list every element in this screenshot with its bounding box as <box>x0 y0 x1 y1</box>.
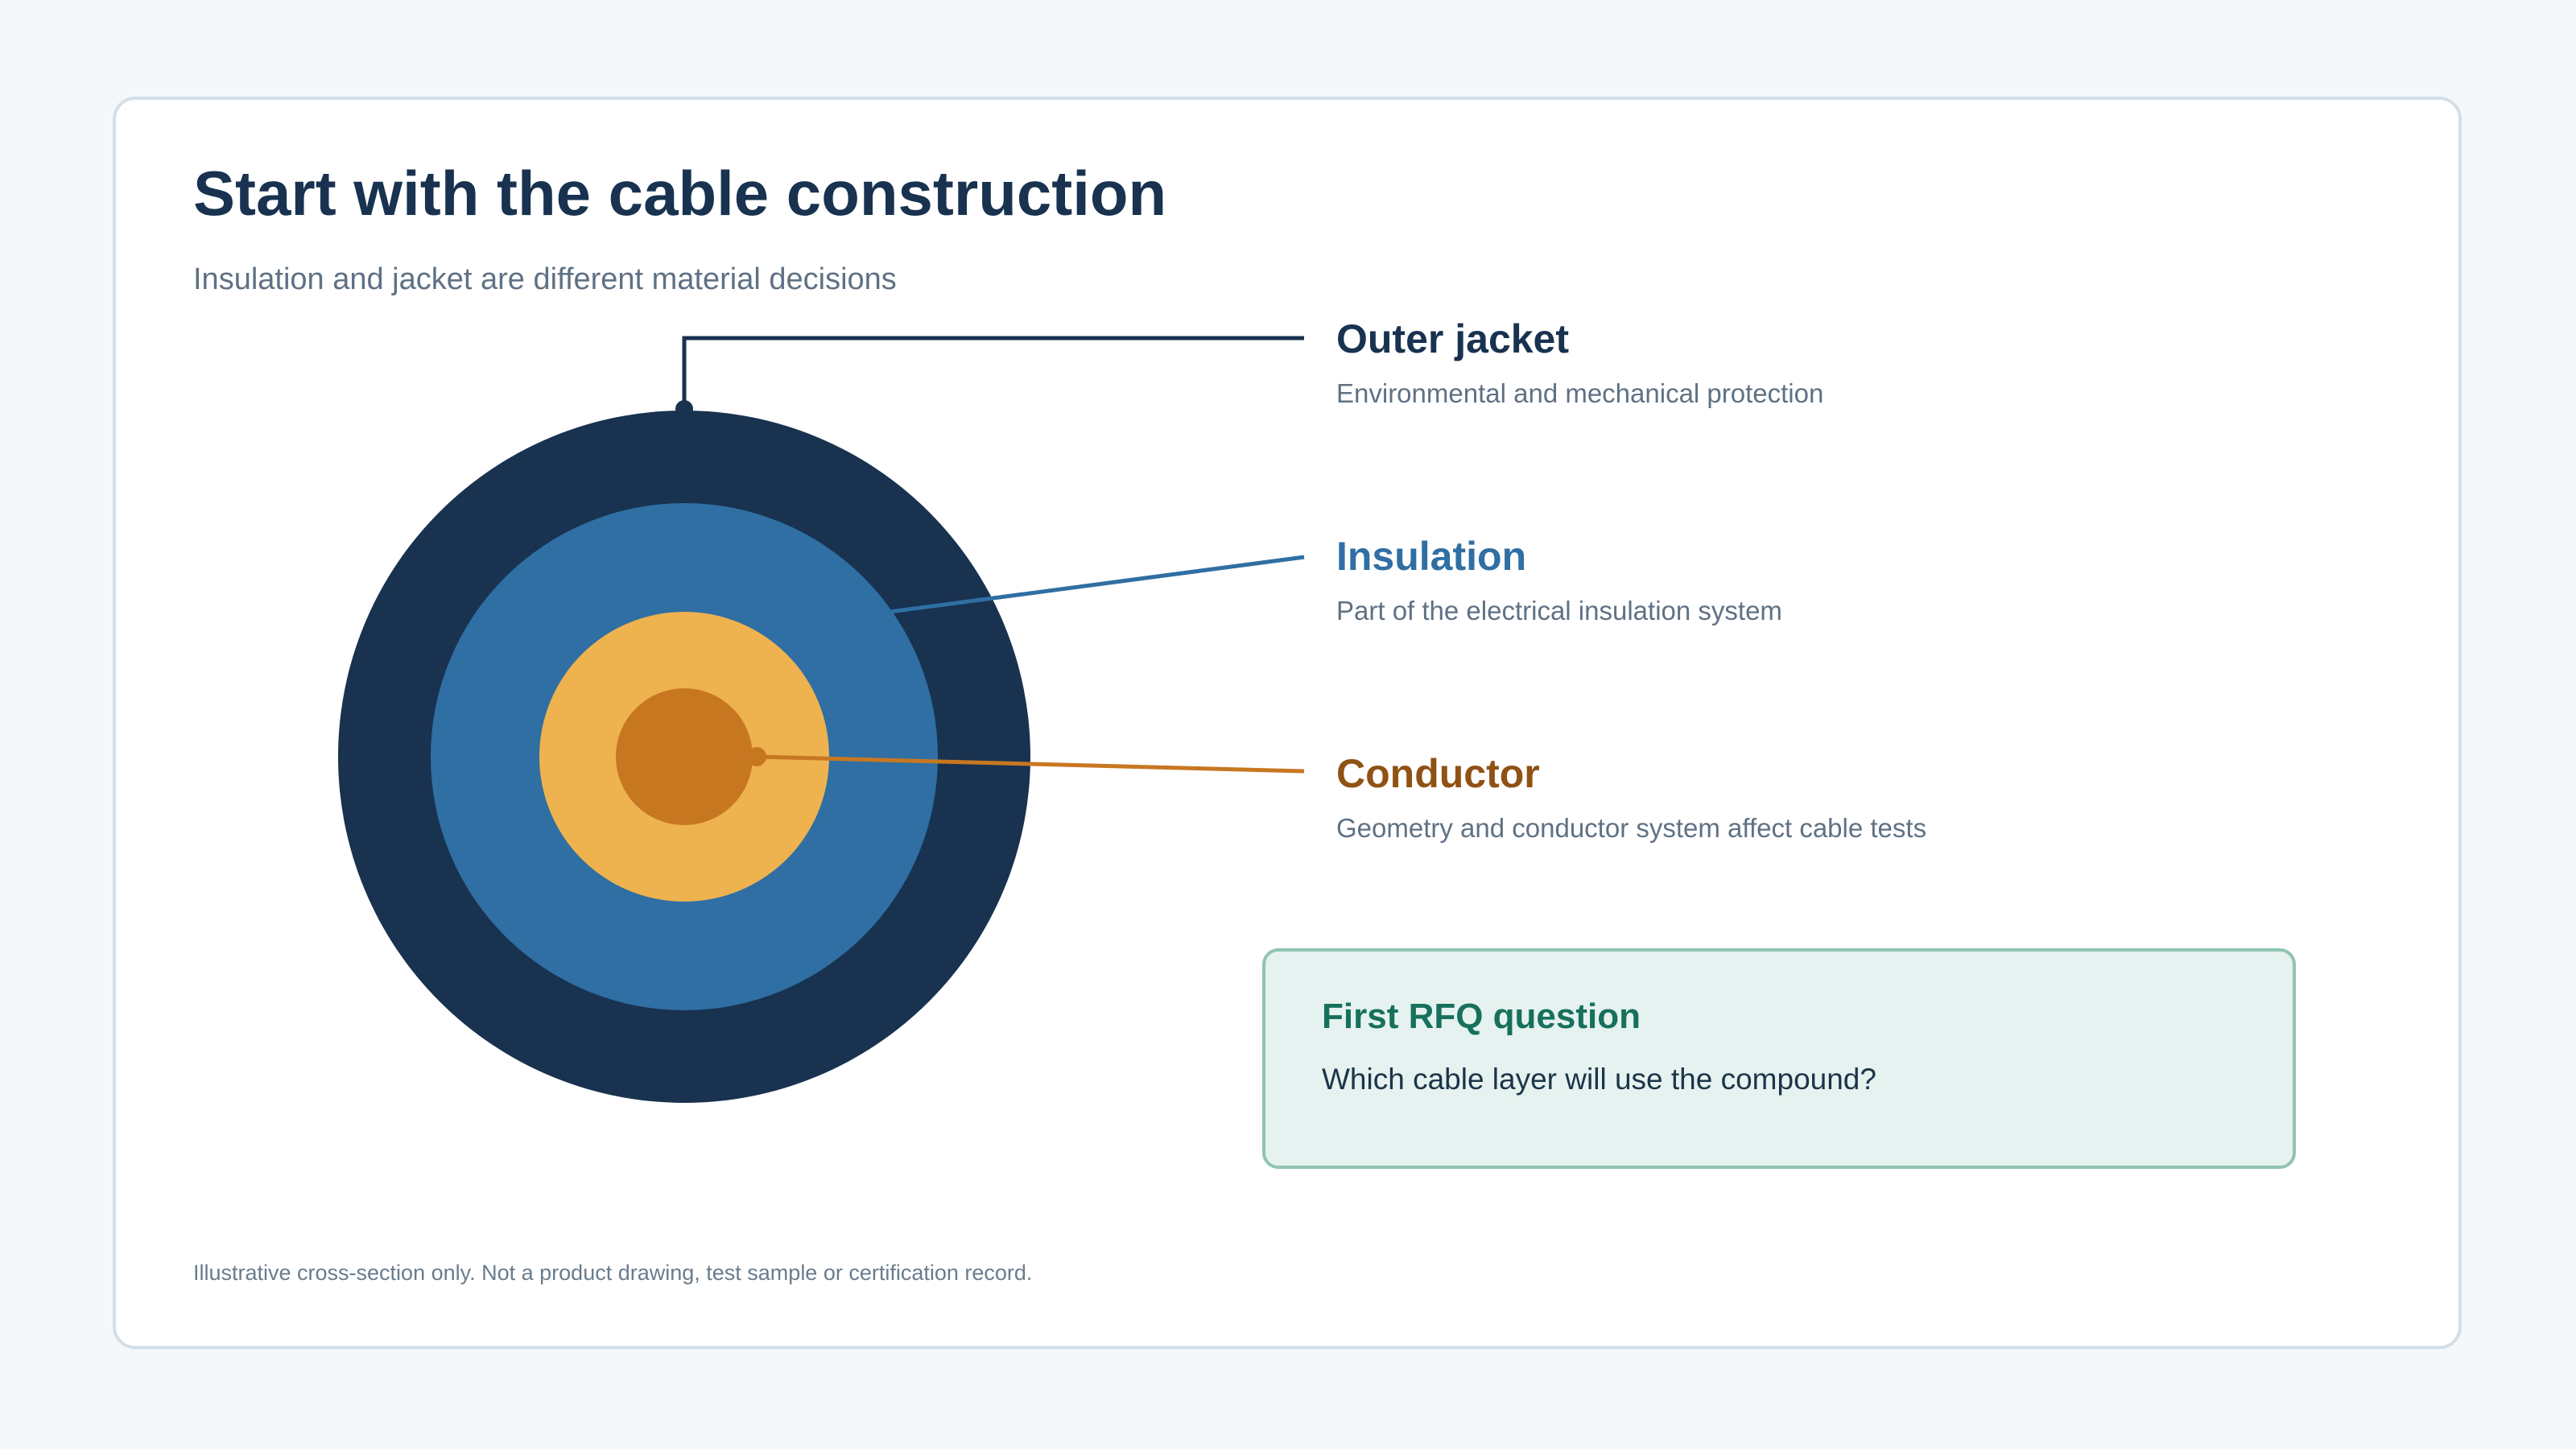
rfq-title: First RFQ question <box>1322 997 1641 1036</box>
page-subtitle: Insulation and jacket are different mate… <box>193 262 897 296</box>
jacket-label: Outer jacket <box>1336 316 1570 361</box>
conductor-description: Geometry and conductor system affect cab… <box>1336 813 1927 843</box>
insulation-leader-line <box>889 555 1305 614</box>
jacket-leader-dot <box>675 400 693 418</box>
conductor-core <box>616 688 753 825</box>
rfq-question: Which cable layer will use the compound? <box>1322 1063 1876 1096</box>
conductor-leader-line <box>756 754 1305 774</box>
insulation-description: Part of the electrical insulation system <box>1336 596 1782 625</box>
rfq-callout: First RFQ question Which cable layer wil… <box>1262 948 2296 1169</box>
insulation-label: Insulation <box>1336 534 1527 579</box>
page-title: Start with the cable construction <box>193 158 1167 229</box>
conductor-leader-dot <box>747 747 766 766</box>
conductor-label: Conductor <box>1336 751 1540 796</box>
footnote: Illustrative cross-section only. Not a p… <box>193 1261 1033 1285</box>
jacket-description: Environmental and mechanical protection <box>1336 378 1824 408</box>
jacket-leader-line <box>682 336 1304 409</box>
